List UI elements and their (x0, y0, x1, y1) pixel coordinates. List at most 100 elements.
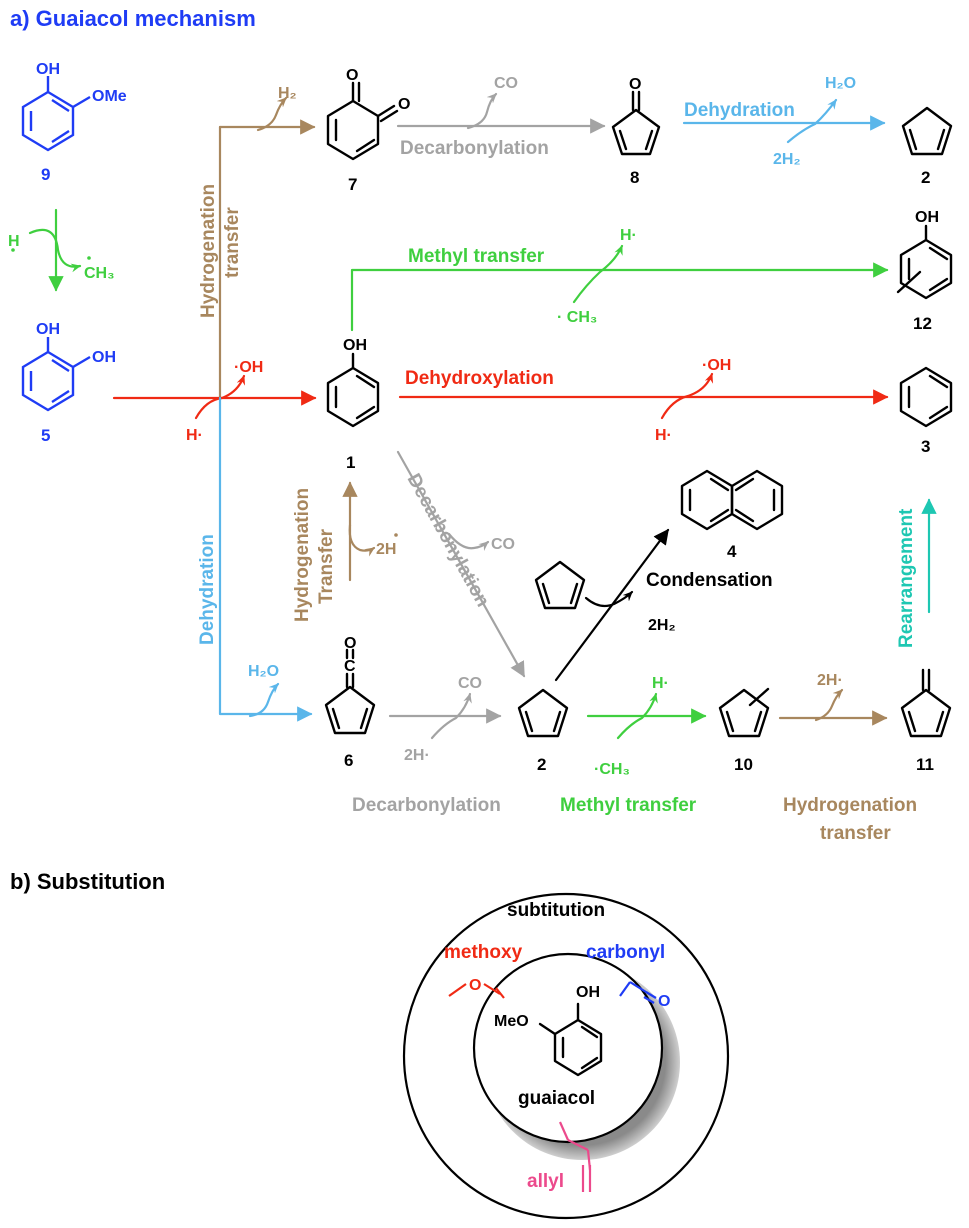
2h-mid: 2H (376, 541, 396, 558)
allyl-fragment (558, 1121, 592, 1192)
label-hydrogenation-transfer-up: Hydrogenation Transfer (292, 488, 337, 622)
c9-ome-label: OMe (92, 88, 127, 105)
compound-11-structure (900, 668, 952, 738)
c8-o: O (629, 76, 641, 93)
compound-12-number: 12 (913, 314, 932, 333)
arrow-1-to-3 (398, 372, 889, 420)
compound-3-number: 3 (921, 437, 930, 456)
2h-mid-dot (394, 533, 398, 537)
label-methyl-transfer-bottom: Methyl transfer (560, 795, 697, 816)
arrow-8-to-2 (682, 98, 886, 144)
compound-12-structure (896, 224, 953, 300)
c5-oh1-label: OH (36, 321, 60, 338)
compound-9-number: 9 (41, 165, 50, 184)
arrow-5-to-7 (218, 96, 316, 400)
c6-c: C (344, 658, 356, 675)
compound-3-structure (899, 366, 953, 428)
compound-10-structure (718, 687, 770, 738)
arrow-6-to-1 (342, 481, 376, 582)
svg-text:Hydrogenation: Hydrogenation (198, 184, 219, 318)
compound-9-structure (21, 76, 91, 152)
arrow-5-to-1 (112, 374, 317, 420)
c7-o1: O (346, 67, 358, 84)
compound-6-structure (324, 648, 376, 735)
arrow-5-to-6 (218, 396, 313, 722)
compound-1-structure (326, 352, 380, 428)
center-label-guaiacol: guaiacol (518, 1088, 595, 1109)
ch3-9to5: CH₃ (84, 265, 115, 282)
methoxy-fragment (448, 983, 505, 999)
svg-text:Transfer: Transfer (316, 528, 337, 604)
svg-text:Decarbonylation: Decarbonylation (403, 470, 494, 610)
label-decarbonylation-diagonal: Decarbonylation (403, 470, 494, 610)
arrow-2-to-4 (554, 528, 670, 682)
carbonyl-o: O (658, 993, 670, 1010)
ch3-bottom: ·CH₃ (594, 761, 630, 778)
arrow-9-to-5 (28, 208, 82, 292)
substitution-diagram (402, 892, 730, 1220)
arrow-6-to-2 (388, 692, 502, 740)
svg-text:transfer: transfer (222, 207, 243, 278)
cyclopentadiene-reagent-structure (534, 560, 586, 610)
ch3-radical-dot (87, 256, 91, 260)
compound-4-number: 4 (727, 542, 737, 561)
c7-o2: O (398, 96, 410, 113)
co-top: CO (494, 75, 518, 92)
2h-bottom: 2H· (404, 747, 430, 764)
label-transfer-bottom: transfer (820, 823, 891, 844)
svg-text:Dehydration: Dehydration (197, 534, 218, 645)
label-hydrogenation-transfer-vertical: Hydrogenation transfer (198, 184, 243, 318)
h-rad-right: H· (655, 427, 672, 444)
2h-right: 2H· (817, 672, 843, 689)
compound-2-mid-structure (517, 688, 569, 738)
compound-11-number: 11 (916, 755, 934, 774)
oh-rad-left: ·OH (234, 359, 263, 376)
2h2-top: 2H₂ (773, 151, 801, 168)
panel-b-title: b) Substitution (10, 869, 165, 894)
svg-text:Hydrogenation: Hydrogenation (292, 488, 313, 622)
compound-4-structure (680, 469, 784, 531)
h2o-top: H₂O (825, 75, 856, 92)
c1-oh: OH (343, 337, 367, 354)
label-methyl-transfer-top: Methyl transfer (408, 246, 545, 267)
compound-8-structure (611, 90, 661, 156)
h2-top: H₂ (278, 85, 297, 102)
label-rearrangement: Rearrangement (896, 508, 917, 648)
arrow-1-to-12 (350, 244, 889, 332)
compound-6-number: 6 (344, 751, 353, 770)
h-radical-dot (11, 248, 15, 252)
compound-8-number: 8 (630, 168, 639, 187)
arrow-1-to-2-diagonal (396, 450, 526, 678)
compound-10-number: 10 (734, 755, 753, 774)
label-hydrogenation-bottom: Hydrogenation (783, 795, 917, 816)
co-mid: CO (491, 536, 515, 553)
ch3-green-top: · CH₃ (557, 309, 597, 326)
compound-2-mid-number: 2 (537, 755, 546, 774)
label-dehydration-vertical: Dehydration (197, 534, 218, 645)
methoxy-o: O (469, 977, 481, 994)
h-bottom: H· (652, 675, 669, 692)
compound-5-number: 5 (41, 426, 50, 445)
compound-7-number: 7 (348, 175, 357, 194)
carbonyl-fragment (619, 981, 657, 1004)
panel-a-title: a) Guaiacol mechanism (10, 6, 256, 31)
label-decarbonylation-top: Decarbonylation (400, 138, 549, 159)
2h2-mid: 2H₂ (648, 617, 676, 634)
c5-oh2-label: OH (92, 349, 116, 366)
oh-rad-right: ·OH (702, 357, 731, 374)
guaiacol-center-structure (538, 1002, 603, 1077)
c6-o: O (344, 635, 356, 652)
label-dehydration-top: Dehydration (684, 100, 795, 121)
svg-text:Rearrangement: Rearrangement (896, 508, 917, 648)
compound-7-structure (326, 81, 399, 161)
c12-oh: OH (915, 209, 939, 226)
c9-oh-label: OH (36, 61, 60, 78)
compound-2-top-number: 2 (921, 168, 930, 187)
arrow-10-to-11 (778, 688, 888, 726)
h-atom-9to5: H (8, 233, 20, 250)
compound-1-number: 1 (346, 453, 355, 472)
label-decarbonylation-bottom: Decarbonylation (352, 795, 501, 816)
label-allyl: allyl (527, 1171, 564, 1192)
arrow-2-to-10 (586, 692, 707, 740)
